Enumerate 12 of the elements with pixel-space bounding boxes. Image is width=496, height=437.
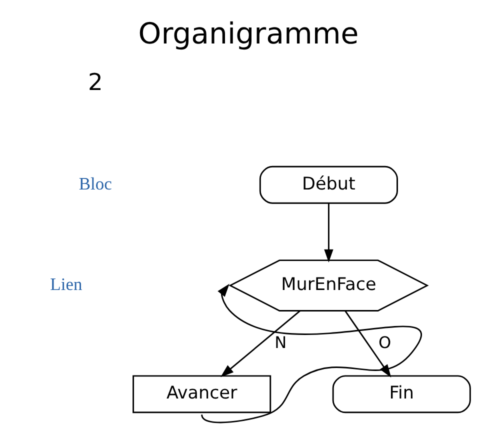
arrow [220, 310, 300, 378]
arrow [200, 284, 421, 424]
node-box: Fin [332, 375, 470, 414]
diagram-title: Organigramme [138, 16, 358, 50]
label: 2 [87, 68, 102, 96]
edge-label: N [274, 332, 286, 352]
node-box: Début [258, 166, 398, 204]
node-box: Avancer [132, 375, 271, 414]
arrow [324, 203, 333, 262]
label: Lien [50, 274, 82, 294]
label: Bloc [78, 173, 112, 194]
edge-label: O [378, 332, 391, 352]
